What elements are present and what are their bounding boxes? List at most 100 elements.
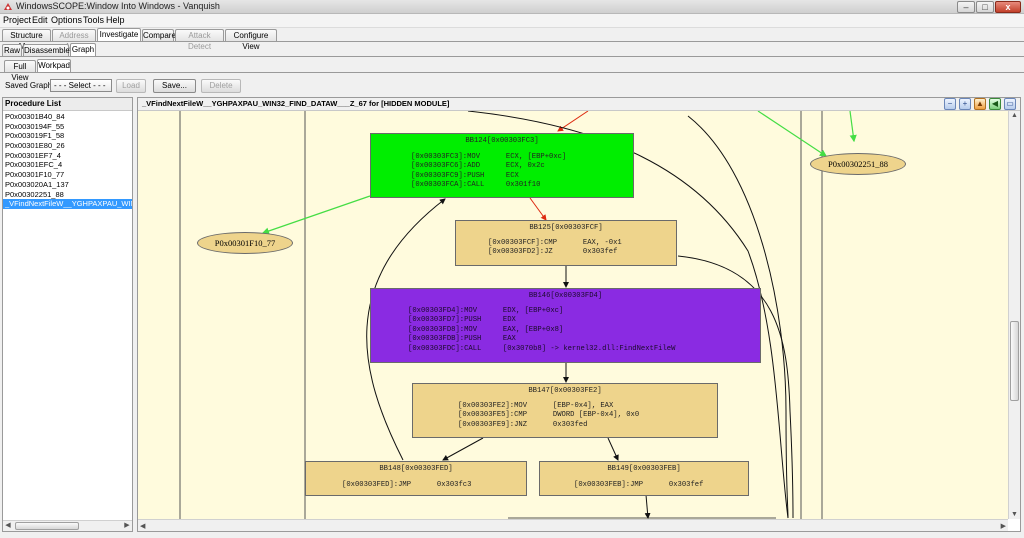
procedure-list-item[interactable]: P0x00301EF7_4 [5,150,61,160]
asm-line: [0x00303FEB]:JMP 0x303fef [574,481,704,489]
edge-outer [687,115,789,519]
zoom-out-icon[interactable]: − [944,98,956,110]
node-title: BB149[0x00303FEB] [607,465,681,473]
minimize-button[interactable]: – [957,1,975,13]
procedure-list-item[interactable]: P0x00301F10_77 [5,170,65,180]
edge-call-left [261,195,371,235]
graph-edges [179,111,857,519]
tab-address-map: Address Map [52,29,96,51]
procedure-list-item[interactable]: P0x00302251_88 [5,189,64,199]
export-icon[interactable]: ▲ [974,98,986,110]
node-title: BB125[0x00303FCF] [529,224,603,232]
graph-canvas[interactable]: BB124[0x00303FC3] [0x00303FC3]:MOV ECX, … [138,111,1008,519]
graph-hscrollbar[interactable]: ◀ ▶ [138,519,1008,531]
procedure-list-item[interactable]: P0x00301EFC_4 [5,160,63,170]
asm-line: [0x00303FC6]:ADD ECX, 0x2c [411,162,545,171]
edge-bb147-bb148 [442,437,484,461]
menu-edit[interactable]: Edit [32,15,48,25]
ellipse-left-procedure[interactable]: P0x00301F10_77 [197,232,293,254]
back-icon[interactable]: ◀ [989,98,1001,110]
saved-graph-select-value: - - - Select - - - [54,81,106,90]
menu-bar: Project Edit Options Tools Help [0,14,1024,28]
edge-loop-right [467,111,789,519]
sub-tab-bar: Raw Disassembled Graph [0,43,1024,57]
tab-structure-map[interactable]: Structure Map [2,29,51,51]
scroll-thumb[interactable] [15,522,79,530]
tab-compare[interactable]: Compare [142,29,176,41]
scroll-right-icon[interactable]: ▶ [1000,523,1006,530]
procedure-list-item[interactable]: P0x00301E80_26 [5,141,65,151]
app-logo-icon [4,3,12,10]
edge-bb124-bb125 [529,197,547,221]
node-bb147[interactable]: BB147[0x00303FE2] [0x00303FE2]:MOV [EBP-… [412,383,718,438]
asm-line: [0x00303FCA]:CALL 0x301f10 [411,181,541,190]
menu-tools[interactable]: Tools [83,15,105,25]
node-bb125[interactable]: BB125[0x00303FCF] [0x00303FCF]:CMP EAX, … [455,220,677,266]
edge-call-right [757,111,828,157]
load-button[interactable]: Load [116,79,146,93]
zoom-in-icon[interactable]: + [959,98,971,110]
tab-raw[interactable]: Raw [2,44,22,56]
graph-panel: _VFindNextFileW__YGHPAXPAU_WIN32_FIND_DA… [137,97,1021,532]
asm-line: [0x00303FC3]:MOV ECX, [EBP+0xc] [411,153,567,161]
edge-call-right [849,111,857,143]
ellipse-right-procedure[interactable]: P0x00302251_88 [810,153,906,175]
procedure-list-item[interactable]: P0x00301B40_84 [5,112,65,121]
node-title: BB124[0x00303FC3] [465,137,539,145]
node-bb124[interactable]: BB124[0x00303FC3] [0x00303FC3]:MOV ECX, … [370,133,634,198]
procedure-list-item[interactable]: _VFindNextFileW__YGHPAXPAU_WIN32 [3,199,132,209]
procedure-list-item[interactable]: P0x003019F1_58 [5,131,65,141]
asm-line: [0x00303FE5]:CMP DWORD [EBP-0x4], 0x0 [458,411,640,420]
delete-button[interactable]: Delete [201,79,241,93]
node-bb149[interactable]: BB149[0x00303FEB] [0x00303FEB]:JMP 0x303… [539,461,749,496]
tab-full-view[interactable]: Full View [4,60,36,82]
procedure-list-hscrollbar[interactable]: ◀ ▶ [3,520,132,531]
node-title: BB148[0x00303FED] [379,465,453,473]
menu-help[interactable]: Help [106,15,125,25]
maximize-button[interactable]: □ [976,1,994,13]
scroll-thumb[interactable] [1010,321,1019,401]
node-bb146[interactable]: BB146[0x00303FD4] [0x00303FD4]:MOV EDX, … [370,288,761,363]
scroll-left-icon[interactable]: ◀ [140,523,146,530]
asm-line: [0x00303FD2]:JZ 0x303fef [488,248,618,257]
tab-configure-view[interactable]: Configure View [225,29,277,51]
asm-line: [0x00303FE9]:JNZ 0x303fed [458,420,588,429]
menu-options[interactable]: Options [51,15,83,25]
window-title: WindowsSCOPE:Window Into Windows - Vanqu… [16,1,220,11]
tab-workpad[interactable]: Workpad [37,59,71,72]
procedure-list-item[interactable]: P0x003020A1_137 [5,179,69,189]
asm-line: [0x00303FD7]:PUSH EDX [408,316,516,325]
save-button[interactable]: Save... [153,79,196,93]
asm-line: [0x00303FED]:JMP 0x303fc3 [342,481,472,489]
window-icon[interactable]: ▭ [1004,98,1016,110]
graph-title: _VFindNextFileW__YGHPAXPAU_WIN32_FIND_DA… [142,99,450,108]
workpad-toolbar: Saved Graph - - - Select - - - Load Save… [0,76,1024,96]
tab-attack-detect: Attack Detect [175,29,224,51]
menu-project[interactable]: Project [3,15,32,25]
procedure-list-header: Procedure List [3,98,132,111]
procedure-list-item[interactable]: P0x0030194F_55 [5,121,65,131]
scroll-up-icon[interactable]: ▲ [1011,112,1018,119]
asm-line: [0x00303FDC]:CALL [0x3070b8] -> kernel32… [408,344,676,353]
node-title: BB147[0x00303FE2] [528,387,602,395]
asm-line: [0x00303FE2]:MOV [EBP-0x4], EAX [458,402,614,410]
asm-line: [0x00303FDB]:PUSH EAX [408,335,516,344]
saved-graph-select[interactable]: - - - Select - - - [50,79,112,92]
edge-bb149-exit [644,494,651,519]
scroll-down-icon[interactable]: ▼ [1011,511,1018,518]
asm-line: [0x00303FD4]:MOV EDX, [EBP+0xc] [408,307,564,315]
tab-disassembled[interactable]: Disassembled [23,44,75,56]
scroll-left-icon[interactable]: ◀ [5,522,11,529]
graph-header: _VFindNextFileW__YGHPAXPAU_WIN32_FIND_DA… [138,98,1020,111]
edge-bb125-exit [677,255,794,519]
asm-line: [0x00303FD8]:MOV EAX, [EBP+0x8] [408,325,564,334]
node-bb148[interactable]: BB148[0x00303FED] [0x00303FED]:JMP 0x303… [305,461,527,496]
title-bar: WindowsSCOPE:Window Into Windows - Vanqu… [0,0,1024,14]
graph-vscrollbar[interactable]: ▲ ▼ [1008,111,1020,519]
tab-investigate[interactable]: Investigate [97,28,141,41]
scroll-right-icon[interactable]: ▶ [124,522,130,529]
tab-graph[interactable]: Graph [70,43,96,56]
close-button[interactable]: x [995,1,1021,13]
